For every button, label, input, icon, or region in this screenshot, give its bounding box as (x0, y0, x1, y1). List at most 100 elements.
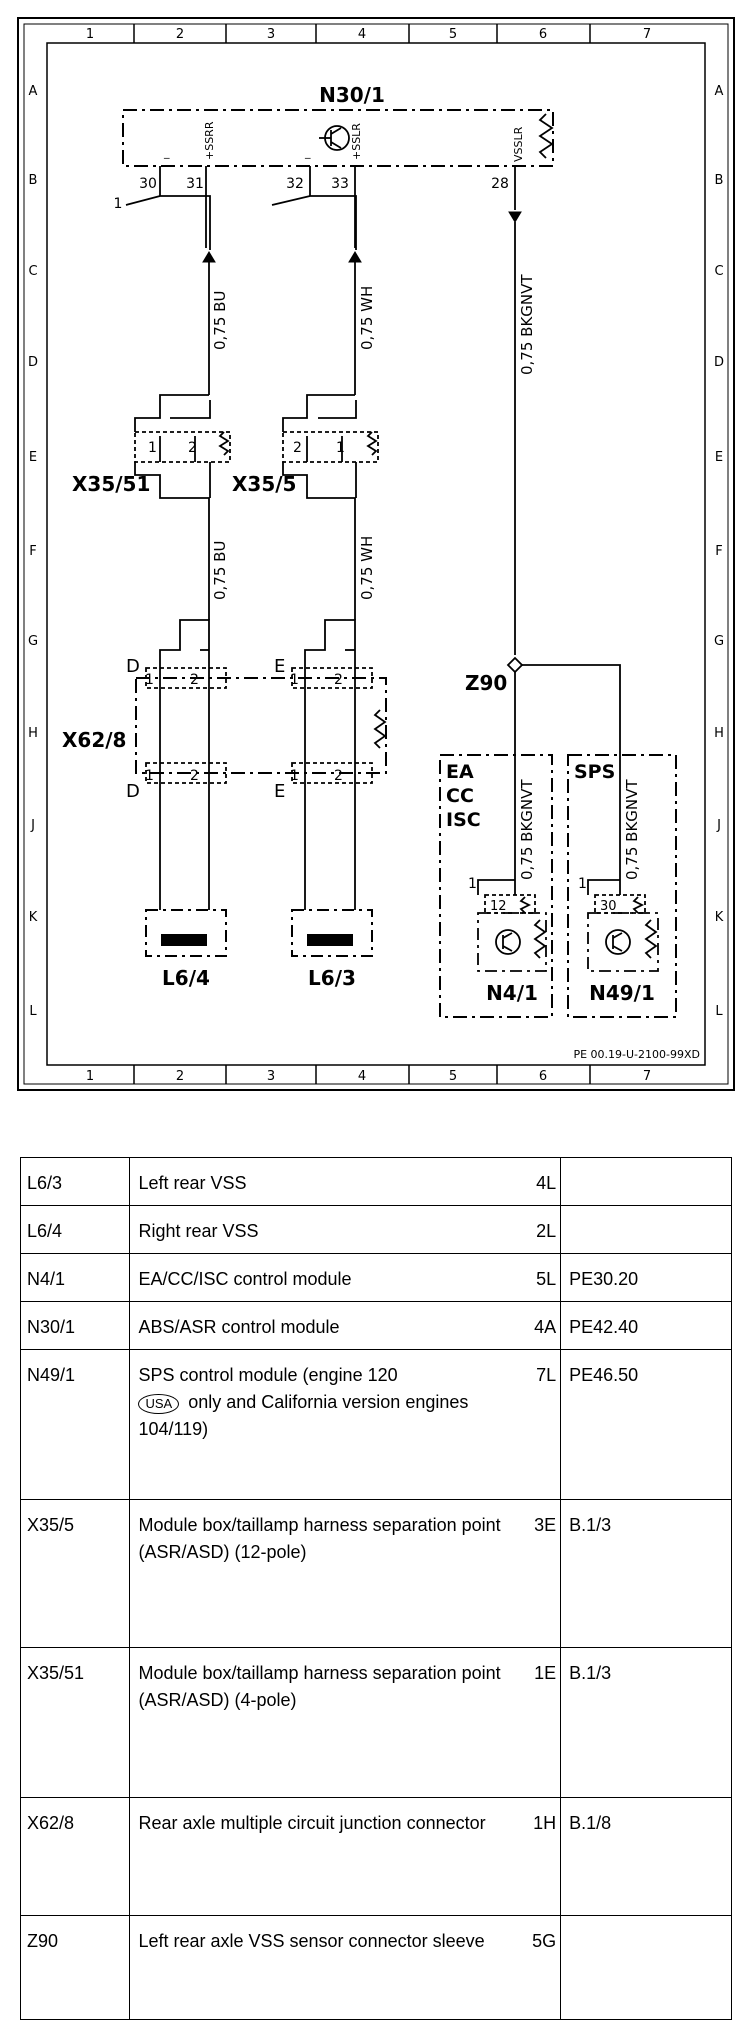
legend-description: Module box/taillamp harness separation p… (129, 1499, 516, 1648)
component-l6-3-label: L6/3 (308, 966, 356, 990)
pin-2: 2 (188, 440, 197, 456)
legend-grid-ref: 7L (515, 1349, 562, 1500)
legend-code: X35/51 (19, 1647, 131, 1798)
pin-12: 12 (490, 899, 507, 914)
legend-grid-ref: 3E (515, 1499, 562, 1648)
pin-minus: _ (304, 146, 311, 159)
pin-minus: _ (163, 146, 170, 159)
table-row: L6/3 Left rear VSS 4L (19, 1157, 732, 1206)
table-row: L6/4 Right rear VSS 2L (19, 1205, 732, 1254)
pin-32: 32 (286, 176, 304, 192)
pin-1: 1 (290, 768, 299, 784)
table-row: X62/8 Rear axle multiple circuit junctio… (19, 1797, 732, 1916)
row-label: B (715, 173, 724, 188)
col-label: 1 (86, 1069, 94, 1084)
component-x35-5-label: X35/5 (232, 472, 296, 496)
wiring-diagram: 1 2 3 4 5 6 7 1 2 3 4 5 6 7 A B C D E F … (17, 17, 735, 1091)
n4-1-module (477, 879, 547, 972)
row-label: F (29, 544, 36, 559)
legend-page-ref: B.1/3 (560, 1647, 732, 1798)
row-label: C (28, 264, 37, 279)
legend-description-part: only and California version engines 104/… (138, 1392, 469, 1439)
legend-description: Left rear VSS (129, 1157, 516, 1206)
col-label: 3 (267, 1069, 275, 1084)
legend-page-ref (560, 1205, 732, 1254)
row-label: K (715, 910, 724, 925)
connector-arrows (202, 211, 522, 263)
legend-code: X35/5 (19, 1499, 131, 1648)
col-label: 5 (449, 27, 457, 42)
pin-33: 33 (331, 176, 349, 192)
row-label: A (29, 84, 38, 99)
component-x62-8-box (135, 677, 387, 774)
resistor-icon (373, 709, 387, 749)
pin-2: 2 (334, 672, 343, 688)
legend-description: Left rear axle VSS sensor connector slee… (129, 1915, 516, 2020)
legend-description-part: SPS control module (engine 120 (138, 1365, 398, 1385)
connector-e-label: E (274, 781, 285, 802)
outer-frame (17, 17, 735, 1091)
row-label: L (29, 1004, 37, 1019)
component-z90-label: Z90 (465, 671, 507, 695)
drawing-frame (23, 23, 729, 1085)
row-label: E (715, 450, 723, 465)
shield-ref: 1 (578, 876, 587, 892)
wire-label-bu: 0,75 BU (211, 291, 229, 350)
shield-lines (159, 619, 356, 670)
col-label: 4 (358, 1069, 366, 1084)
wire-label-bkgnvt: 0,75 BKGNVT (518, 274, 536, 375)
wire-label-bkgnvt: 0,75 BKGNVT (623, 779, 641, 880)
col-label: 5 (449, 1069, 457, 1084)
wire-label-bu: 0,75 BU (211, 541, 229, 600)
box-label-isc: ISC (446, 809, 481, 831)
component-n4-1-label: N4/1 (486, 981, 538, 1005)
row-label: G (28, 634, 38, 649)
box-label-cc: CC (446, 785, 474, 807)
wire-label-bkgnvt: 0,75 BKGNVT (518, 779, 536, 880)
connector-d-label: D (126, 781, 140, 802)
legend-code: L6/3 (19, 1157, 131, 1206)
table-row: N4/1 EA/CC/ISC control module 5L PE30.20 (19, 1253, 732, 1302)
pin-1: 1 (148, 440, 157, 456)
pin-1: 1 (336, 440, 345, 456)
row-label: H (28, 726, 38, 741)
legend-code: L6/4 (19, 1205, 131, 1254)
col-label: 4 (358, 27, 366, 42)
legend-description: ABS/ASR control module (129, 1301, 516, 1350)
connector-e-label: E (274, 656, 285, 677)
legend-code: N49/1 (19, 1349, 131, 1500)
pin-ssrr-label: +SSRR (203, 121, 216, 160)
inner-frame (46, 42, 706, 1066)
shield-ref: 1 (468, 876, 477, 892)
pin-2: 2 (293, 440, 302, 456)
pin-31: 31 (186, 176, 204, 192)
row-label: G (714, 634, 724, 649)
n49-1-module (587, 879, 659, 972)
component-n49-1-label: N49/1 (589, 981, 655, 1005)
n30-pin-lines (125, 166, 516, 250)
legend-grid-ref: 1H (515, 1797, 562, 1916)
box-label-sps: SPS (574, 761, 615, 783)
row-label: E (29, 450, 37, 465)
col-label: 2 (176, 27, 184, 42)
pin-2: 2 (190, 672, 199, 688)
component-l6-4-label: L6/4 (162, 966, 210, 990)
legend-page-ref: PE46.50 (560, 1349, 732, 1500)
legend-page-ref: B.1/8 (560, 1797, 732, 1916)
box-label-ea: EA (446, 761, 474, 783)
col-label: 2 (176, 1069, 184, 1084)
legend-grid-ref: 2L (515, 1205, 562, 1254)
legend-description: Right rear VSS (129, 1205, 516, 1254)
legend-page-ref: B.1/3 (560, 1499, 732, 1648)
legend-page-ref: PE42.40 (560, 1301, 732, 1350)
shield-ref: 1 (114, 196, 123, 212)
connector-x35-51 (134, 394, 231, 520)
table-row: N30/1 ABS/ASR control module 4A PE42.40 (19, 1301, 732, 1350)
pin-2: 2 (334, 768, 343, 784)
resistor-icon (538, 113, 554, 159)
legend-code: N4/1 (19, 1253, 131, 1302)
row-label: H (714, 726, 724, 741)
z90-sleeve-icon (506, 656, 524, 674)
